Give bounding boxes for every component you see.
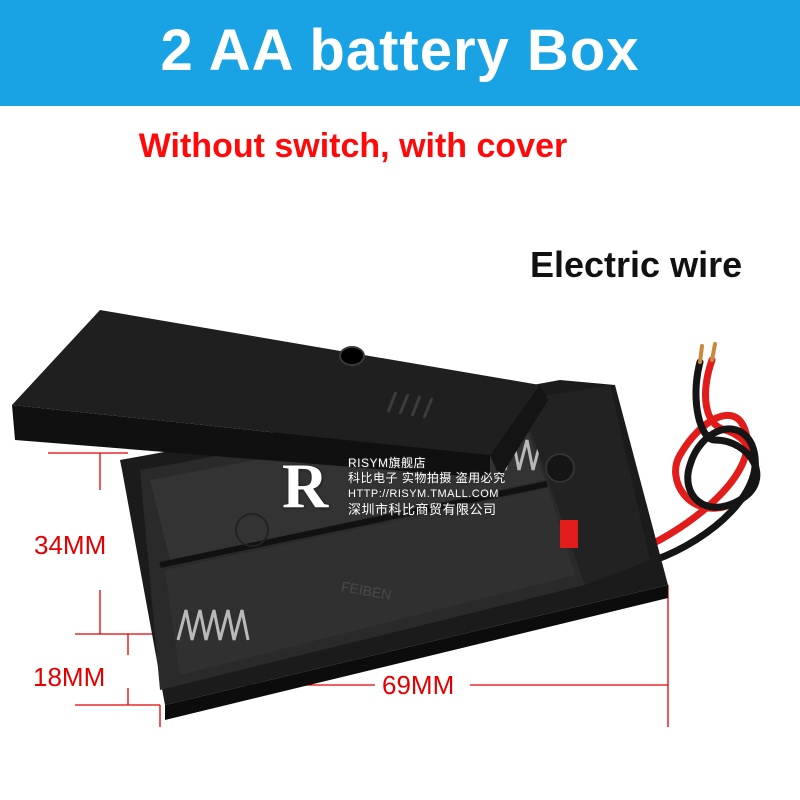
watermark-logo: R: [282, 450, 329, 521]
watermark-line: 科比电子 实物拍摄 盗用必究: [348, 471, 506, 485]
depth-dimension: 18MM: [33, 662, 106, 692]
electric-wires: [646, 342, 761, 564]
watermark-line: 深圳市科比商贸有限公司: [348, 502, 497, 517]
electric-wire-label: Electric wire: [530, 244, 743, 285]
height-dimension: 34MM: [34, 530, 107, 560]
watermark-line: HTTP://RISYM.TMALL.COM: [348, 488, 499, 500]
battery-box-lid: [12, 310, 548, 478]
subtitle: Without switch, with cover: [138, 127, 568, 165]
title-banner: 2 AA battery Box: [0, 0, 800, 106]
banner-title: 2 AA battery Box: [160, 18, 640, 83]
watermark-line: RISYM旗舰店: [348, 456, 427, 470]
length-dimension: 69MM: [382, 670, 455, 700]
lid-grip-ridges: [386, 391, 434, 419]
